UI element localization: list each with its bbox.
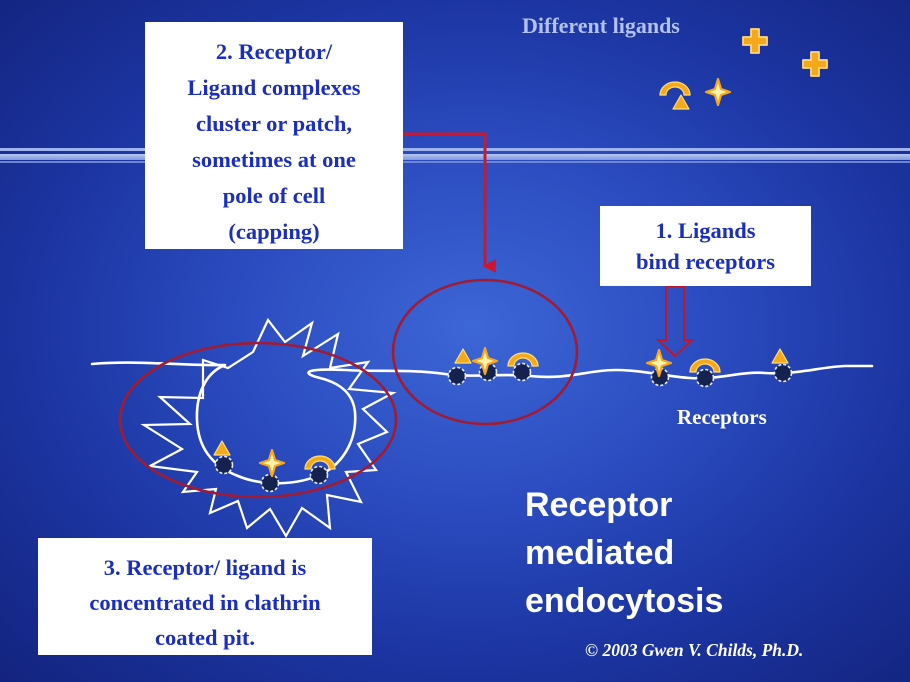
cross-ligand-icon <box>802 51 828 77</box>
receptor-icon <box>214 455 234 475</box>
triangle-ligand-icon <box>672 94 690 110</box>
capping-ring <box>391 278 579 426</box>
step2-line: cluster or patch, <box>195 111 353 136</box>
clathrin-coat <box>140 317 397 539</box>
different-ligands-label: Different ligands <box>522 13 680 38</box>
title-line: mediated <box>525 534 675 572</box>
step2-line: pole of cell <box>222 183 326 208</box>
title-line: endocytosis <box>525 582 724 620</box>
receptor-icon <box>695 368 715 388</box>
step3-line: 3. Receptor/ ligand is <box>103 555 307 580</box>
receptor-icon <box>447 366 467 386</box>
header-band-shadow <box>0 161 910 163</box>
step2-line: (capping) <box>228 219 320 244</box>
plus-ligand-icon <box>704 77 732 107</box>
receptor-icon <box>309 465 329 485</box>
cross-ligand-icon <box>742 28 768 54</box>
copyright-notice: © 2003 Gwen V. Childs, Ph.D. <box>585 640 804 660</box>
step2-line: 2. Receptor/ <box>215 39 333 64</box>
coated-pit-membrane <box>195 363 446 485</box>
step3-line: coated pit. <box>155 625 255 650</box>
bound-complexes <box>645 348 793 388</box>
connector-arrow <box>403 132 496 273</box>
down-arrow-icon <box>655 285 695 358</box>
triangle-ligand-icon <box>454 348 472 364</box>
header-band <box>0 154 910 160</box>
membrane-right <box>443 364 874 380</box>
triangle-ligand-icon <box>771 348 789 364</box>
plus-ligand-icon <box>258 448 286 478</box>
step3-line: concentrated in clathrin <box>89 590 321 615</box>
step1-line: 1. Ligands <box>655 218 756 243</box>
membrane-left <box>90 361 227 367</box>
step1-line: bind receptors <box>636 249 775 274</box>
slide-title: Receptor mediated endocytosis <box>525 481 723 625</box>
capping-complexes <box>447 346 539 386</box>
title-line: Receptor <box>525 486 673 524</box>
step1-textbox: 1. Ligands bind receptors <box>600 206 811 286</box>
arc-ligand-icon <box>659 81 691 96</box>
receptors-label: Receptors <box>677 405 767 429</box>
pit-complexes <box>213 440 336 493</box>
step2-line: Ligand complexes <box>187 75 361 100</box>
receptor-icon <box>260 473 280 493</box>
coated-pit-ring <box>118 341 398 499</box>
free-ligands <box>659 28 828 110</box>
step3-textbox: 3. Receptor/ ligand is concentrated in c… <box>38 538 372 655</box>
receptor-icon <box>773 363 793 383</box>
step2-textbox: 2. Receptor/ Ligand complexes cluster or… <box>145 22 403 249</box>
header-band-line <box>0 148 910 151</box>
receptor-icon <box>512 362 532 382</box>
step2-line: sometimes at one <box>192 147 356 172</box>
triangle-ligand-icon <box>213 440 231 456</box>
